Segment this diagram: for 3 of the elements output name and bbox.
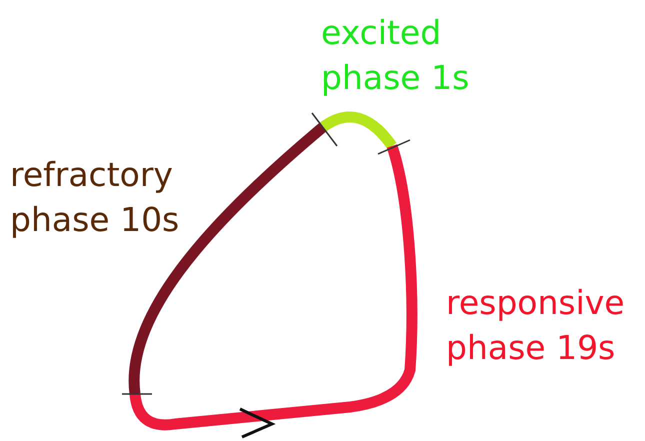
phase-label: responsive phase 19s (446, 282, 626, 369)
phase-label: refractory phase 10s (10, 154, 180, 241)
phase-label: excited phase 1s (321, 12, 470, 99)
